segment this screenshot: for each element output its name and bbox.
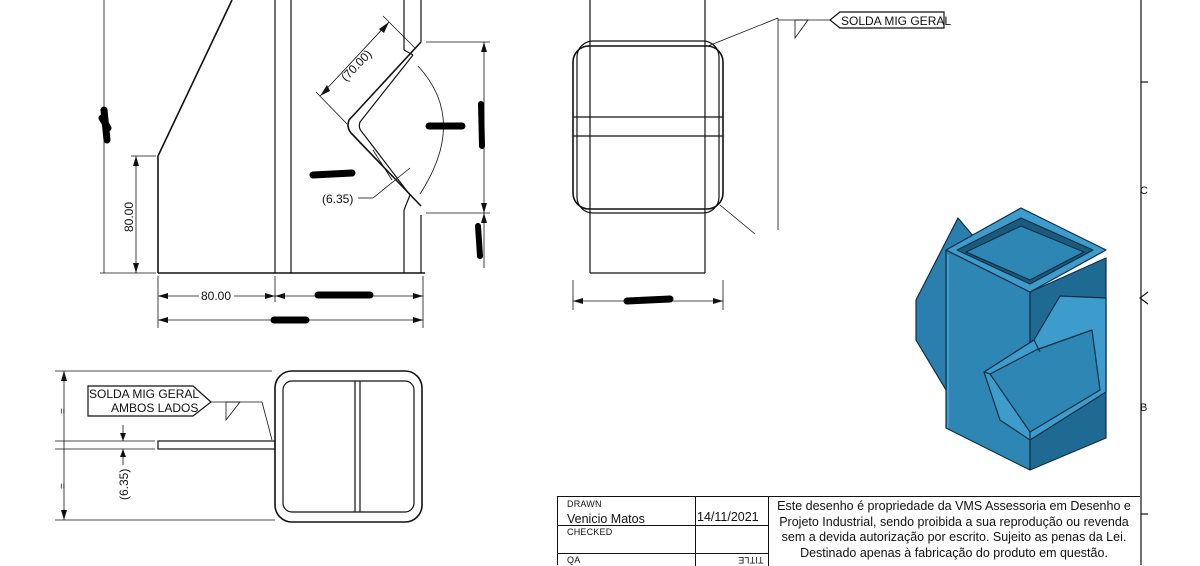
dim-bottom-width: 80.00	[201, 289, 231, 303]
dim-left-height: 80.00	[122, 202, 136, 232]
drawn-by: Venicio Matos	[567, 512, 645, 526]
zone-label-c: C	[1140, 185, 1148, 197]
svg-text:=: =	[58, 408, 69, 414]
tb-divider-2	[768, 497, 769, 566]
svg-text:=: =	[58, 483, 69, 489]
drawn-label: DRAWN	[567, 499, 602, 509]
weld-note-plan-line1: SOLDA MIG GERAL	[89, 387, 199, 401]
qa-label: QA	[567, 555, 581, 565]
front-view: SOLDA MIG GERAL	[572, 0, 951, 310]
sheet-border: C B	[1139, 0, 1149, 565]
checked-label: CHECKED	[567, 527, 613, 537]
title-block: DRAWN Venicio Matos 14/11/2021 CHECKED Q…	[557, 496, 1140, 566]
weld-note-plan-line2: AMBOS LADOS	[111, 401, 198, 415]
side-view: (70.00) (6.35) 80.00 80.00	[98, 0, 490, 328]
tb-divider-1	[695, 497, 696, 566]
weld-note-front: SOLDA MIG GERAL	[841, 14, 951, 28]
dim-thickness-plan: (6.35)	[117, 469, 131, 500]
dim-angle-leg: (70.00)	[338, 47, 374, 84]
isometric-3d-model	[915, 207, 1107, 471]
ownership-notice: Este desenho é propriedade da VMS Assess…	[777, 499, 1131, 560]
tb-row-line-2	[558, 553, 768, 554]
dim-thickness-side: (6.35)	[322, 192, 353, 206]
plan-view: SOLDA MIG GERAL AMBOS LADOS = = (6.35)	[55, 370, 423, 523]
drawn-date: 14/11/2021	[697, 510, 759, 524]
title-label: TITLE	[738, 555, 764, 565]
tb-row-line-1	[558, 525, 768, 526]
zone-label-b: B	[1140, 402, 1147, 414]
